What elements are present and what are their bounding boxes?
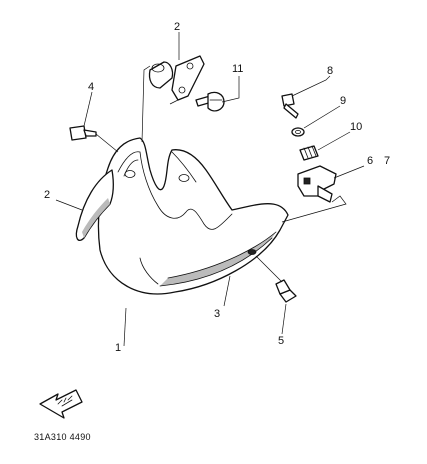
callout-2-left: 2 [44, 189, 50, 201]
callout-1: 1 [115, 342, 121, 354]
front-direction-arrow-icon [39, 389, 83, 419]
callout-6: 6 [367, 155, 373, 167]
screw-part-5 [275, 279, 297, 303]
callout-2-lower: 3 [214, 308, 220, 320]
spring-part-10 [299, 145, 319, 161]
callout-8: 8 [327, 65, 333, 77]
side-trim-part-2 [75, 169, 114, 241]
washer-part-9 [291, 127, 305, 137]
callout-11: 11 [232, 63, 243, 75]
callout-4: 4 [88, 81, 94, 93]
callout-3: 2 [174, 21, 180, 33]
screw-part-8 [281, 93, 299, 119]
callout-7: 7 [384, 155, 390, 167]
screw-part-11 [195, 91, 225, 112]
bolt-part-4 [69, 125, 97, 141]
collar-part-3 [148, 61, 174, 89]
leader-lines [55, 32, 365, 347]
callout-labels: 2 11 4 8 9 10 6 7 2 3 1 5 [44, 21, 390, 354]
drawing-code: 31A310 4490 [34, 432, 91, 442]
callout-9: 9 [340, 95, 346, 107]
callout-5: 5 [278, 335, 284, 347]
callout-10: 10 [350, 121, 362, 133]
cowling-part-1 [97, 137, 289, 295]
clip-part-6-7 [297, 165, 337, 203]
bracket-part [171, 55, 205, 101]
